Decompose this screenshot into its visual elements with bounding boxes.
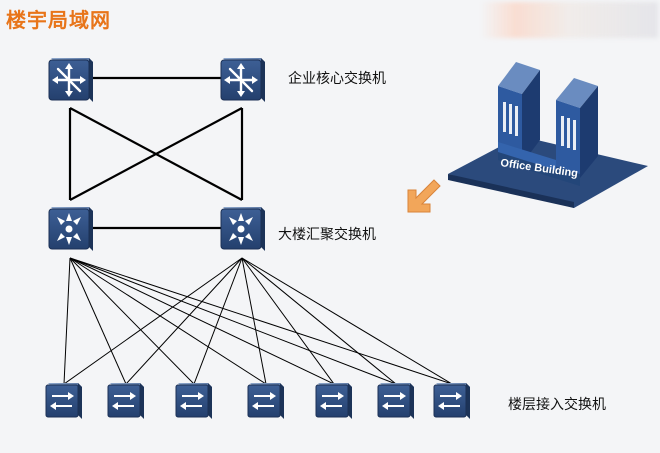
- access-switch-5: [314, 380, 354, 420]
- link-core-right-agg-left: [69, 107, 243, 201]
- access-switch-1: [44, 380, 84, 420]
- link-agg-left-acc-1: [63, 257, 71, 385]
- link-agg-left-acc-4: [69, 257, 267, 385]
- page-title: 楼宇局域网: [6, 8, 111, 32]
- core-switch-left: [45, 54, 95, 104]
- switch-arrows-icon: [377, 383, 414, 419]
- link-agg-left-acc-7: [69, 257, 453, 385]
- blurred-header-region: [480, 2, 658, 38]
- converging-arrows-icon: [220, 207, 265, 251]
- access-switch-4: [246, 380, 286, 420]
- aggregation-switch-label: 大楼汇聚交换机: [278, 227, 376, 243]
- link-agg-right-acc-5: [241, 257, 335, 385]
- switch-arrows-icon: [175, 383, 212, 419]
- access-switch-7: [432, 380, 472, 420]
- core-switch-label: 企业核心交换机: [288, 71, 386, 87]
- switch-arrows-icon: [247, 383, 284, 419]
- link-agg-left-acc-2: [69, 257, 127, 385]
- link-agg-right-acc-4: [241, 257, 267, 385]
- access-switch-2: [106, 380, 146, 420]
- switch-arrows-icon: [315, 383, 352, 419]
- aggregation-switch-right: [217, 203, 267, 253]
- link-agg-right-acc-2: [125, 257, 243, 385]
- router-crossed-arrows-icon: [220, 58, 265, 102]
- down-left-arrow-icon: [407, 179, 441, 213]
- access-switch-6: [376, 380, 416, 420]
- converging-arrows-icon: [48, 207, 93, 251]
- router-crossed-arrows-icon: [48, 58, 93, 102]
- aggregation-switch-left: [45, 203, 95, 253]
- link-agg-left-acc-5: [69, 257, 335, 385]
- link-agg-right-acc-6: [241, 257, 397, 385]
- access-switch-label: 楼层接入交换机: [508, 397, 606, 413]
- core-switch-right: [217, 54, 267, 104]
- link-agg-right-acc-3: [193, 257, 243, 385]
- access-switch-3: [174, 380, 214, 420]
- office-building-icon: Office Building: [448, 62, 648, 208]
- link-agg-right-acc-7: [241, 257, 453, 385]
- link-agg-left-acc-6: [69, 257, 397, 385]
- switch-arrows-icon: [107, 383, 144, 419]
- switch-arrows-icon: [433, 383, 470, 419]
- link-agg-left-acc-3: [69, 257, 195, 385]
- switch-arrows-icon: [45, 383, 82, 419]
- link-agg-right-acc-1: [63, 257, 243, 385]
